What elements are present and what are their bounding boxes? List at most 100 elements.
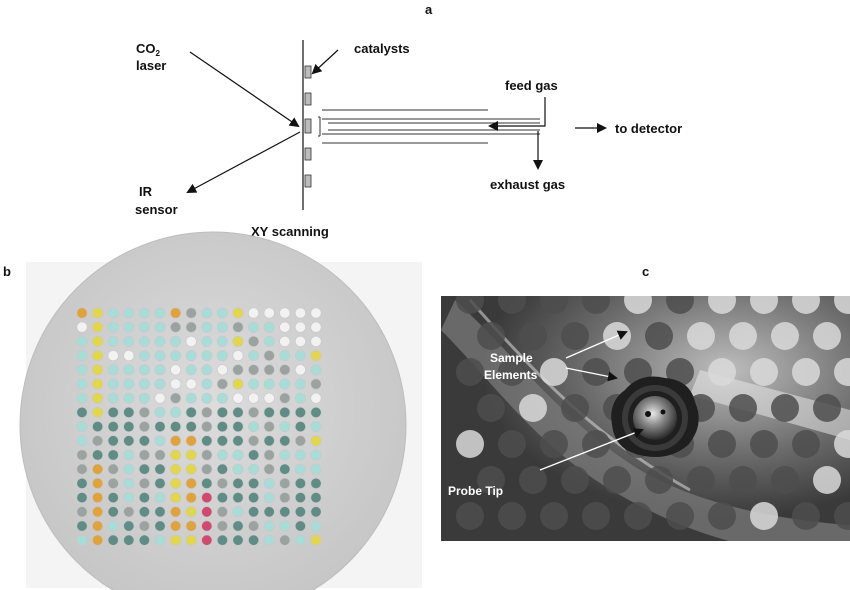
sample-well: [92, 477, 104, 489]
sample-well: [232, 421, 244, 433]
sample-well: [107, 307, 119, 319]
catalyst-pad: [304, 147, 312, 161]
sample-well: [201, 534, 213, 546]
sample-well: [154, 321, 166, 333]
sample-well: [216, 364, 228, 376]
sample-well: [185, 421, 197, 433]
sample-element-disk: [687, 322, 715, 350]
sample-well: [92, 307, 104, 319]
sample-element-disk: [477, 466, 505, 494]
sample-well: [216, 392, 228, 404]
sample-well: [310, 520, 322, 532]
sample-well: [185, 378, 197, 390]
sample-well: [279, 435, 291, 447]
sample-element-disk: [666, 358, 694, 386]
sample-well: [232, 307, 244, 319]
sample-well: [107, 321, 119, 333]
sample-element-disk: [561, 322, 589, 350]
sample-element-disk: [519, 322, 547, 350]
sample-well: [107, 364, 119, 376]
sample-well: [170, 421, 182, 433]
sample-well: [279, 392, 291, 404]
sample-well: [248, 335, 260, 347]
sample-well: [154, 534, 166, 546]
sample-well: [154, 506, 166, 518]
sample-element-disk: [498, 296, 526, 314]
sample-well: [170, 492, 182, 504]
sample-well: [201, 350, 213, 362]
sample-element-disk: [456, 502, 484, 530]
sample-well: [154, 520, 166, 532]
probe-arrow: [539, 428, 644, 471]
sample-well: [248, 477, 260, 489]
sample-well: [216, 335, 228, 347]
catalyst-pad: [304, 65, 312, 79]
sample-well: [248, 378, 260, 390]
sample-well: [123, 492, 135, 504]
sample-well: [92, 335, 104, 347]
ir-label-line2: sensor: [135, 202, 178, 217]
sample-well: [76, 307, 88, 319]
sample-well: [138, 520, 150, 532]
sample-well: [154, 378, 166, 390]
sample-well: [170, 335, 182, 347]
sample-well: [232, 364, 244, 376]
sample-well: [170, 350, 182, 362]
sample-well: [294, 492, 306, 504]
catalyst-pad: [304, 118, 312, 134]
metal-band: [441, 300, 850, 541]
sample-well: [138, 492, 150, 504]
sample-well: [107, 406, 119, 418]
exhaust-label: exhaust gas: [490, 177, 565, 192]
sample-well: [185, 392, 197, 404]
sample-well: [263, 492, 275, 504]
sample-well: [92, 378, 104, 390]
sample-well: [216, 520, 228, 532]
sample-element-disk: [624, 296, 652, 314]
sample-well: [263, 449, 275, 461]
sample-well: [248, 435, 260, 447]
sample-well: [216, 378, 228, 390]
sample-well: [310, 307, 322, 319]
sample-well: [279, 449, 291, 461]
sample-well: [310, 534, 322, 546]
sample-well: [92, 392, 104, 404]
sample-well: [107, 506, 119, 518]
sample-well: [279, 321, 291, 333]
sample-well: [138, 406, 150, 418]
sample-element-disk: [498, 358, 526, 386]
sample-well: [154, 335, 166, 347]
sample-well: [76, 406, 88, 418]
sample-element-disk: [666, 296, 694, 314]
sample-well: [310, 492, 322, 504]
sample-well: [170, 392, 182, 404]
sample-well: [185, 477, 197, 489]
ir-label-line1: IR: [139, 184, 153, 199]
sample-well: [138, 335, 150, 347]
probe-lens: [633, 396, 677, 440]
sample-well: [216, 307, 228, 319]
sample-well: [201, 449, 213, 461]
panel-c-probe-photo: c Sample Elements Probe Tip: [441, 264, 850, 541]
sample-element-disk: [582, 358, 610, 386]
sample-well: [232, 335, 244, 347]
sample-well: [248, 421, 260, 433]
sample-well: [138, 449, 150, 461]
sample-well: [263, 406, 275, 418]
sample-well: [76, 335, 88, 347]
sample-well: [232, 449, 244, 461]
detector-label: to detector: [615, 121, 682, 136]
sample-well: [201, 520, 213, 532]
sample-well: [185, 449, 197, 461]
sample-element-disk: [582, 502, 610, 530]
sample-element-disk: [792, 296, 820, 314]
sample-well: [92, 506, 104, 518]
sample-well: [201, 335, 213, 347]
sample-well-grid: [76, 307, 322, 546]
sample-well: [76, 520, 88, 532]
sample-well: [154, 477, 166, 489]
sample-well: [216, 463, 228, 475]
sample-well: [294, 406, 306, 418]
sample-well: [170, 477, 182, 489]
sample-element-disk: [456, 296, 484, 314]
